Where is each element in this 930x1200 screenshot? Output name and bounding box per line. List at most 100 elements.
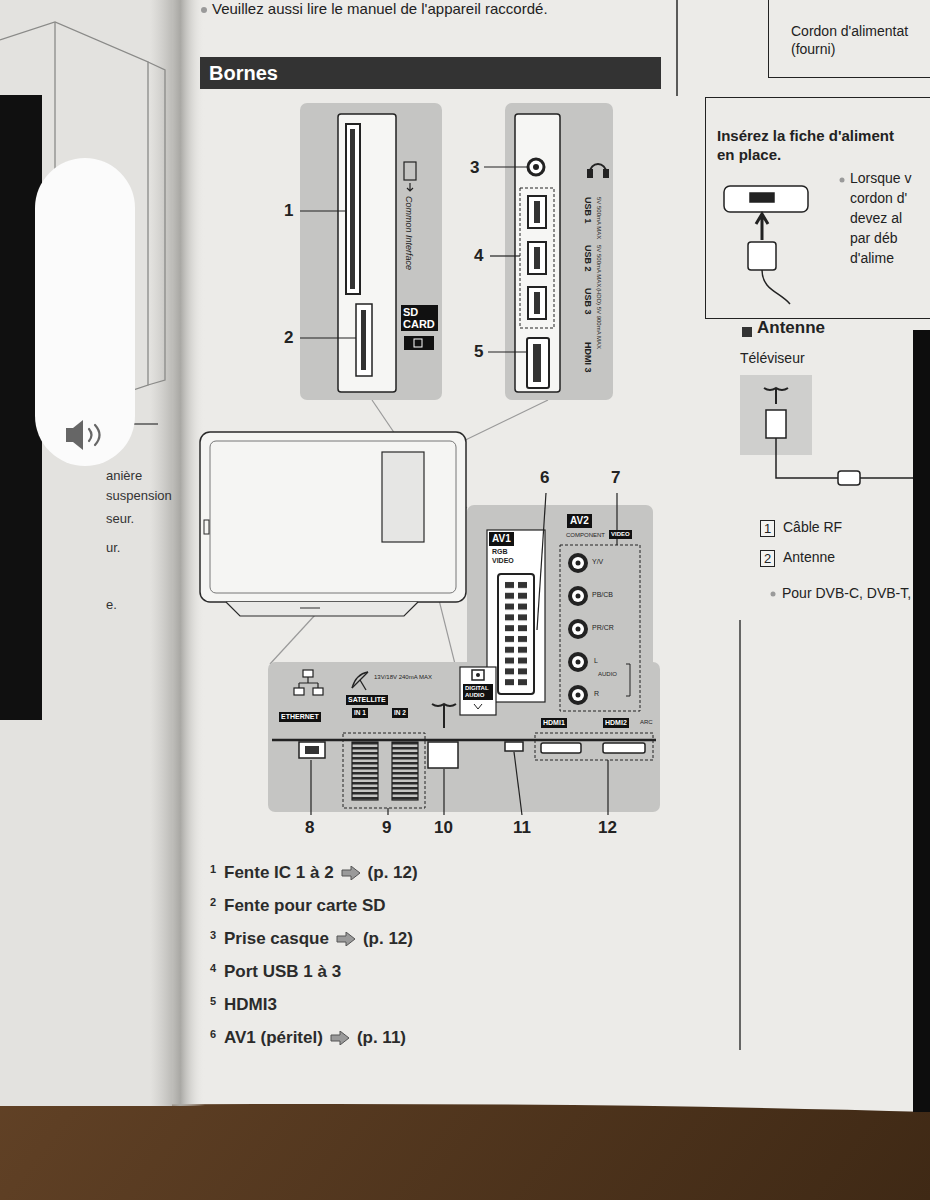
page-arrow (336, 932, 356, 946)
hdmi-inputs (541, 743, 581, 753)
note-box: Cordon d'alimentat (fourni) (768, 0, 930, 78)
port-tag: AV2 (567, 514, 592, 528)
side-terminals (515, 114, 560, 392)
port-tag-text: SD CARD (403, 306, 436, 330)
number-box: 1 (760, 520, 775, 537)
port-tag: SD CARD (401, 305, 438, 331)
leader-line (300, 210, 346, 211)
port-label: AUDIO (598, 671, 617, 678)
callout-number: 4 (474, 246, 483, 266)
tv-back (300, 608, 320, 609)
port-label: COMPONENT (566, 532, 605, 539)
terminal-panel: Common InterfaceSD CARD (300, 103, 442, 400)
panel-shape (505, 103, 613, 400)
cut-text: par déb (850, 230, 897, 247)
terminal-panel: RGBVIDEOCOMPONENTY/VPB/CBPR/CRLAUDIORAV1… (467, 505, 653, 717)
port-tag: HDMI1 (541, 718, 567, 728)
hdmi-inputs (535, 733, 653, 760)
side-terminals (338, 114, 396, 392)
key-list: 1Fente IC 1 à 2(p. 12) 2Fente pour carte… (210, 862, 418, 1060)
tv-back (382, 452, 424, 542)
tv-back (200, 432, 466, 602)
callout-number: 11 (513, 818, 531, 838)
satellite-input (392, 742, 418, 800)
column-rule (676, 0, 678, 96)
ethernet-port (299, 742, 325, 758)
key-number: 2 (764, 551, 771, 566)
bullet (840, 178, 845, 183)
terminal-panel: 13V/18V 240mA MAX ARC ETHERNET SATELLITE IN … (268, 662, 660, 812)
leader-line (490, 255, 520, 256)
digital-audio-output (460, 667, 496, 715)
port-tag-text: SATELLITE (348, 696, 386, 704)
port-label: 13V/18V 240mA MAX (374, 674, 432, 681)
rca-jack (572, 689, 584, 701)
side-terminals (533, 164, 539, 170)
port-tag-text: HDMI2 (605, 719, 627, 727)
port-label: PB/CB (592, 591, 613, 599)
rca-jack (568, 586, 588, 606)
port-label: USB 1 (583, 197, 593, 224)
antenna-input (428, 742, 458, 768)
antenna-figure (766, 410, 786, 438)
section-title: Bornes (209, 57, 278, 89)
antenna-figure (776, 438, 838, 478)
note-box: Insérez la fiche d'aliment en place. (705, 97, 930, 319)
rca-jack (572, 656, 584, 668)
port-tag-text: IN 2 (394, 709, 406, 717)
page-arrow (330, 1031, 350, 1045)
cut-text: anière (106, 468, 142, 484)
side-terminals (356, 304, 372, 376)
list-number: 4 (210, 962, 224, 975)
section-marker (742, 327, 752, 337)
rca-jack (576, 693, 581, 698)
power-plug-figure (762, 270, 790, 304)
rca-jack (572, 590, 584, 602)
terminal-panel: USB 15V 500mA MAXUSB 25V 500mA MAXUSB 3(… (505, 103, 613, 400)
digital-audio-output (505, 742, 523, 751)
key-text: Câble RF (783, 519, 842, 536)
port-label: 5V 500mA MAX (595, 245, 602, 287)
headphone-icon (604, 170, 608, 177)
rca-jack (576, 660, 581, 665)
port-tag-text: AV2 (570, 515, 589, 527)
antenna-input (443, 705, 445, 728)
list-number: 5 (210, 995, 224, 1008)
headphone-icon (588, 164, 608, 177)
port-tag-text: AV1 (492, 533, 511, 545)
port-tag: DIGITAL AUDIO (463, 684, 493, 700)
section-heading: Antenne (757, 318, 825, 338)
antenna-figure (860, 477, 913, 479)
av-terminals (498, 574, 534, 694)
callout-number: 6 (540, 468, 549, 488)
rca-jack (568, 652, 588, 672)
page-arrow (342, 866, 360, 880)
callout-number: 8 (305, 818, 314, 838)
side-terminals (338, 114, 396, 392)
rca-jack (568, 685, 588, 705)
panel-shape (300, 103, 442, 400)
port-label: USB 3 (583, 288, 593, 315)
list-item: Port USB 1 à 3 (224, 961, 341, 983)
leader-line (310, 760, 311, 815)
sd-icon (404, 336, 434, 350)
side-terminals (350, 129, 355, 289)
ethernet-icon (303, 670, 313, 677)
side-terminals (361, 310, 366, 370)
side-terminals (520, 188, 554, 328)
rca-jack (568, 553, 588, 573)
callout-number: 12 (598, 818, 617, 838)
digital-audio-output (474, 704, 482, 709)
side-terminals (534, 292, 540, 314)
page-arrow (337, 932, 355, 946)
port-tag-text: ETHERNET (281, 713, 319, 721)
side-terminals (346, 124, 360, 294)
port-tag-text: IN 1 (354, 709, 366, 717)
satellite-input (343, 733, 425, 808)
port-label: ARC (640, 719, 653, 726)
digital-audio-output (472, 670, 484, 680)
card-icon (404, 162, 416, 191)
antenna-figure (740, 375, 913, 485)
facing-page (0, 0, 172, 1106)
